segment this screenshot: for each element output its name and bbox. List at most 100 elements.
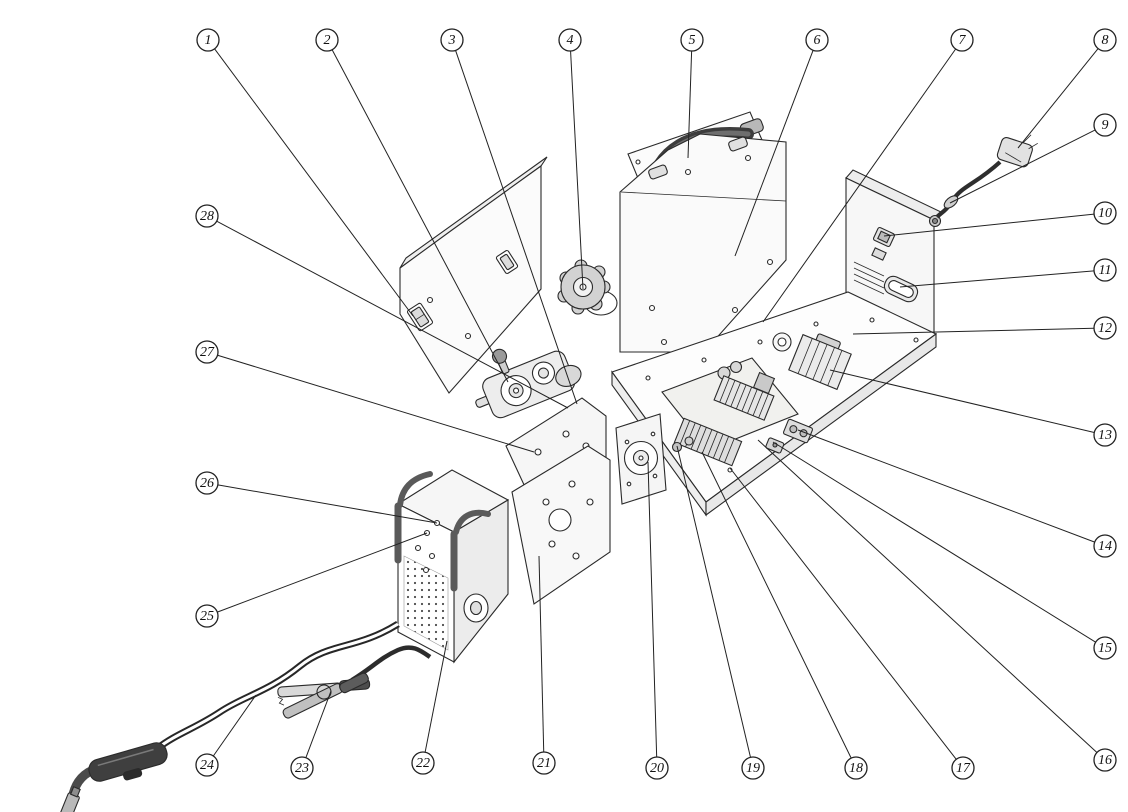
balloon-number-22: 22 [416,756,430,771]
callout-5: 5 [680,28,704,159]
callout-21: 21 [532,555,556,775]
callout-22: 22 [411,640,448,775]
balloon-26 [195,471,219,495]
balloon-number-14: 14 [1098,539,1112,554]
leader-line-27 [217,354,535,453]
callout-14: 14 [797,429,1117,558]
torch-nozzle [59,786,81,812]
balloon-number-12: 12 [1098,321,1112,336]
balloon-number-24: 24 [200,758,214,773]
rear-handle-cutout [883,275,919,303]
capacitor [729,360,743,374]
leader-line-13 [829,369,1095,433]
callout-11: 11 [899,258,1117,288]
leader-line-19 [676,445,751,758]
power-cord [935,134,1038,219]
callout-13: 13 [829,369,1117,447]
clamp-cable [350,645,432,682]
leader-line-10 [883,213,1095,237]
balloon-number-2: 2 [324,33,331,48]
output-terminals [765,418,813,454]
balloon-11 [1093,258,1117,282]
callout-18: 18 [701,451,868,780]
balloon-25 [195,604,219,628]
leader-line-28 [216,220,569,409]
callout-15: 15 [772,441,1117,660]
leader-line-6 [734,50,814,257]
balloon-number-9: 9 [1102,118,1109,133]
balloon-28 [195,204,219,228]
balloon-17 [951,756,975,780]
balloon-number-18: 18 [849,761,863,776]
callout-9: 9 [949,113,1117,204]
leader-line-12 [852,327,1095,335]
balloon-number-19: 19 [746,761,760,776]
balloon-24 [195,753,219,777]
balloon-number-28: 28 [200,209,214,224]
leader-line-14 [797,429,1095,543]
heatsink-upper [713,375,775,421]
leader-line-17 [729,467,957,760]
callout-4: 4 [558,28,584,290]
callout-28: 28 [195,204,569,409]
output-stud [684,436,694,446]
callout-19: 19 [676,445,765,780]
balloon-number-7: 7 [959,33,967,48]
leader-line-9 [949,129,1096,204]
callout-2: 2 [315,28,509,383]
callout-24: 24 [195,694,257,777]
callout-16: 16 [757,439,1117,772]
balloon-13 [1093,423,1117,447]
leader-line-1 [214,48,414,317]
main-cover [619,133,787,353]
balloon-10 [1093,201,1117,225]
torch-trigger [122,768,143,781]
balloon-22 [411,751,435,775]
wire-feeder [475,348,582,419]
leader-line-20 [647,461,658,758]
balloon-16 [1093,748,1117,772]
balloon-number-16: 16 [1098,753,1112,768]
left-side-panel [399,156,548,394]
vent-mesh [403,555,449,651]
callout-27: 27 [195,340,535,453]
rocker-switch-b [495,250,519,274]
balloon-6 [805,28,829,52]
balloon-23 [290,756,314,780]
leader-line-2 [331,49,509,383]
heatsink-lower [673,417,743,467]
balloon-1 [196,28,220,52]
balloon-19 [741,756,765,780]
callout-8: 8 [1017,28,1117,149]
callout-12: 12 [852,316,1117,340]
leader-line-24 [212,694,257,757]
callout-26: 26 [195,471,438,524]
balloon-number-1: 1 [205,33,212,48]
balloon-20 [645,756,669,780]
leader-line-11 [899,270,1095,288]
center-panel [511,445,611,605]
balloon-14 [1093,534,1117,558]
balloon-2 [315,28,339,52]
balloon-21 [532,751,556,775]
callout-20: 20 [645,461,669,780]
balloon-15 [1093,636,1117,660]
spool-hub [557,259,618,316]
balloon-number-17: 17 [956,761,971,776]
balloon-number-8: 8 [1102,33,1109,48]
fan-unit [615,413,667,505]
balloon-8 [1093,28,1117,52]
balloon-number-4: 4 [567,33,574,48]
balloon-number-20: 20 [650,761,664,776]
callout-7: 7 [762,28,974,323]
leader-line-25 [217,532,428,613]
main-pcb [661,357,799,467]
leader-line-8 [1017,48,1099,149]
mig-torch [59,742,168,812]
balloon-12 [1093,316,1117,340]
leader-line-22 [424,640,448,753]
balloon-number-15: 15 [1098,641,1112,656]
callout-23: 23 [290,690,332,780]
balloon-number-25: 25 [200,609,214,624]
